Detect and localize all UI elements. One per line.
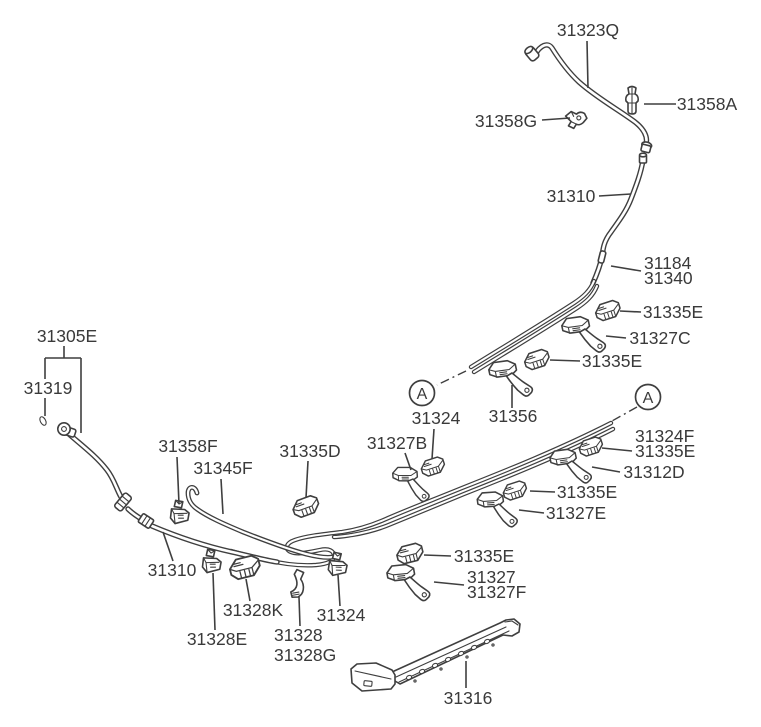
clip-31324-upper-icon [418,454,448,479]
part-label-31327b: 31327B [367,433,427,453]
tube-end-cap [524,45,540,62]
leader-31310-lower [162,531,174,562]
part-label-31335e-4: 31335E [557,482,617,502]
tube-line-art [39,42,653,568]
part-label-31324-upper: 31324 [412,408,461,428]
hose-nut-fitting [137,513,155,529]
leader-31335e-5 [423,554,452,557]
part-labels: 31323Q 31358G 31358A 31310 31184 31340 3… [24,20,738,708]
part-label-31310-lower: 31310 [148,560,197,580]
leader-31324-lower [337,574,341,607]
leader-31327-31327f [433,581,465,586]
section-ref-a-2: A [634,383,662,411]
fuel-tube-31340-b [473,285,598,373]
leader-31358f [176,456,180,505]
fuel-tube-31310-upper [591,158,645,285]
leader-31358g [541,117,571,121]
leader-31327c [605,335,627,339]
leader-31328k [245,578,251,602]
part-label-31184: 31184 [644,253,692,273]
part-label-31358g: 31358G [475,111,537,131]
tube-connector [638,152,648,164]
leader-31328e [212,572,216,631]
part-label-31324f: 31324F [635,426,694,446]
part-label-31323q: 31323Q [557,20,619,40]
section-cut-line-a2 [611,406,638,422]
part-label-31335e-5: 31335E [454,546,514,566]
part-label-31327c: 31327C [629,328,690,348]
part-label-31312d: 31312D [623,462,684,482]
part-label-31335e-2: 31335E [582,351,642,371]
section-ref-a-1-letter: A [417,386,428,403]
clip-31335e-1-icon [592,298,623,323]
bracket-31327f-icon [385,559,432,607]
fuel-tube-31340-a [470,280,595,368]
part-label-31328e: 31328E [187,629,247,649]
leader-31312d [591,466,621,473]
rail-31316 [350,618,521,692]
part-label-31358a: 31358A [677,94,738,114]
part-label-31319: 31319 [24,378,73,398]
clip-31358a-icon [624,85,640,115]
leader-31324-upper [431,428,435,460]
part-label-31356: 31356 [489,406,538,426]
clip-31335e-2-icon [521,347,552,372]
part-label-31335d: 31335D [279,441,340,461]
fuel-tube-main-lower-a [333,428,614,538]
tube-sleeve-31184 [597,250,607,264]
leader-31335e-4 [529,490,556,493]
fuel-hose-31305e [68,433,123,499]
part-label-31310-upper: 31310 [547,186,596,206]
fuel-tube-31310-lower [150,524,279,564]
bracket-line-31305e [44,346,82,433]
o-ring-31319 [39,416,47,426]
part-label-31324-lower: 31324 [317,605,366,625]
leader-31345f [220,478,224,515]
leader-31335e-2 [549,359,581,362]
part-label-31328g: 31328G [274,645,336,665]
clip-31335e-5-icon [394,541,426,566]
part-label-31340: 31340 [644,268,693,288]
fuel-tube-31345f [186,486,335,559]
section-ref-a-1: A [408,379,436,407]
leader-31327b [404,452,412,471]
part-label-31327: 31327 [467,567,516,587]
fuel-hose-31305e [67,432,124,500]
clip-31335e-4-icon [500,478,530,503]
clip-31328k-icon [227,553,263,582]
leader-31323q [586,40,589,89]
leader-31327e [518,509,545,514]
elbow-connector [640,141,653,154]
part-label-31327f: 31327F [467,582,526,602]
part-label-31316: 31316 [444,688,493,708]
leader-31310-upper [598,193,632,197]
leader-31328-31328g [298,596,301,627]
part-label-31328k: 31328K [223,600,284,620]
leader-31324f-31335e [601,447,633,452]
section-ref-a-2-letter: A [643,390,654,407]
fuel-tube-31323q [533,43,648,146]
part-label-31358f: 31358F [158,436,217,456]
hook-31328g-icon [289,568,307,600]
clip-31358g-icon [564,109,589,130]
leader-31184-31340 [610,265,642,272]
part-label-31327e: 31327E [546,503,606,523]
part-label-31335e-1: 31335E [643,302,703,322]
section-cut-line-a1 [436,370,467,386]
leader-31335d [305,460,309,499]
part-label-31305e: 31305E [37,326,97,346]
leader-lines [44,40,676,688]
part-label-31345f: 31345F [193,458,252,478]
part-label-31335e-3: 31335E [635,441,695,461]
part-label-31328: 31328 [274,625,323,645]
clip-31328e-icon [199,547,223,574]
leader-31335e-1 [619,310,642,313]
banjo-fitting [57,422,77,438]
ridged-fitting [113,492,133,512]
